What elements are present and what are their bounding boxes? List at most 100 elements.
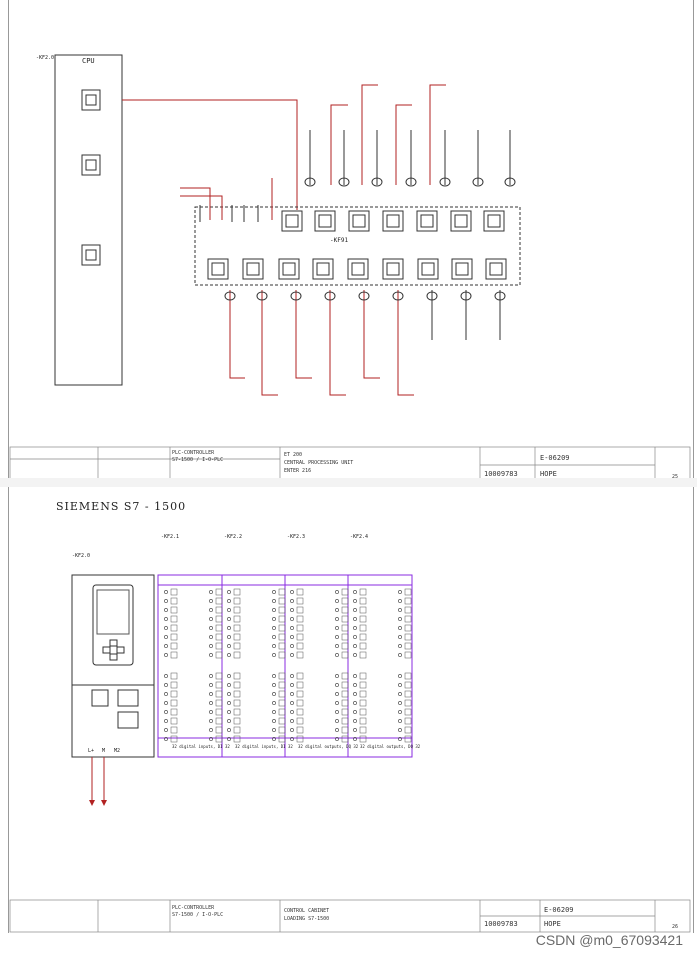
watermark-text: CSDN @m0_67093421 — [535, 932, 683, 948]
terminal-point — [272, 617, 276, 621]
terminal-slot — [404, 588, 412, 596]
terminal-slot — [215, 690, 223, 698]
terminal-point — [227, 719, 231, 723]
terminal-point — [272, 644, 276, 648]
terminal-point — [272, 701, 276, 705]
terminal-slot — [296, 597, 304, 605]
terminal-slot — [341, 651, 349, 659]
terminal-point — [353, 674, 357, 678]
terminal-slot — [404, 606, 412, 614]
tb-bottom-sheet: 26 — [672, 924, 679, 930]
power-arrows — [89, 800, 107, 806]
terminal-point — [227, 599, 231, 603]
terminal-point — [164, 608, 168, 612]
terminal-point — [164, 710, 168, 714]
terminal-point — [209, 737, 213, 741]
terminal-slot — [170, 735, 178, 743]
terminal-slot — [170, 726, 178, 734]
terminal-slot — [278, 597, 286, 605]
terminal-slot — [296, 606, 304, 614]
terminal-point — [227, 692, 231, 696]
terminal-point — [353, 701, 357, 705]
terminal-slot — [215, 642, 223, 650]
s7-cpu-ref: -KF2.0 — [72, 553, 91, 559]
terminal-point — [353, 728, 357, 732]
terminal-point — [353, 644, 357, 648]
terminal-point — [164, 701, 168, 705]
terminal-slot — [215, 708, 223, 716]
terminal-slot — [359, 690, 367, 698]
terminal-slot — [278, 735, 286, 743]
terminal-slot — [215, 588, 223, 596]
terminal-point — [398, 674, 402, 678]
terminal-point — [209, 617, 213, 621]
terminal-slot — [233, 624, 241, 632]
terminal-slot — [404, 735, 412, 743]
terminal-slot — [215, 726, 223, 734]
terminal-point — [272, 692, 276, 696]
terminal-point — [227, 617, 231, 621]
terminal-point — [353, 599, 357, 603]
terminal-slot — [170, 681, 178, 689]
terminal-slot — [296, 681, 304, 689]
module-ref-3: -KF2.3 — [287, 534, 306, 540]
terminal-slot — [215, 717, 223, 725]
schematic-sheet-bottom — [8, 487, 694, 933]
terminal-slot — [233, 726, 241, 734]
terminal-point — [272, 674, 276, 678]
terminal-slot — [359, 642, 367, 650]
terminal-slot — [278, 717, 286, 725]
terminal-point — [335, 674, 339, 678]
titleblock-top — [9, 446, 691, 484]
terminal-point — [290, 719, 294, 723]
terminal-point — [272, 710, 276, 714]
terminal-slot — [341, 672, 349, 680]
terminal-slot — [404, 633, 412, 641]
terminal-slot — [170, 717, 178, 725]
terminal-point — [209, 590, 213, 594]
schematic-sheet-top — [8, 0, 694, 478]
terminal-point — [164, 728, 168, 732]
terminal-slot — [233, 699, 241, 707]
terminal-slot — [215, 681, 223, 689]
terminal-slot — [233, 681, 241, 689]
terminal-point — [290, 590, 294, 594]
terminal-slot — [170, 651, 178, 659]
terminal-point — [398, 683, 402, 687]
terminal-point — [209, 644, 213, 648]
terminal-point — [290, 644, 294, 648]
terminal-slot — [170, 606, 178, 614]
terminal-slot — [170, 690, 178, 698]
module-label-2: 32 digital inputs, DI 32 — [235, 744, 293, 749]
terminal-slot — [170, 597, 178, 605]
terminal-point — [353, 590, 357, 594]
terminal-point — [227, 728, 231, 732]
terminal-slot — [215, 606, 223, 614]
titleblock-bottom — [9, 899, 691, 933]
terminal-point — [227, 737, 231, 741]
cpu-module-box — [54, 54, 123, 386]
terminal-slot — [278, 642, 286, 650]
terminal-slot — [296, 708, 304, 716]
power-label-m: M — [102, 748, 106, 754]
terminal-slot — [341, 735, 349, 743]
terminal-point — [164, 737, 168, 741]
terminal-slot — [359, 708, 367, 716]
tb-top-title-1: ET 200 — [284, 452, 303, 458]
power-label-lplus: L+ — [88, 748, 95, 754]
terminal-slot — [278, 708, 286, 716]
terminal-point — [398, 710, 402, 714]
terminal-slot — [278, 699, 286, 707]
terminal-point — [209, 674, 213, 678]
cpu-lan-ports — [91, 689, 139, 729]
terminal-slot — [278, 726, 286, 734]
terminal-point — [398, 644, 402, 648]
terminal-point — [353, 719, 357, 723]
terminal-slot — [170, 633, 178, 641]
terminal-point — [335, 590, 339, 594]
terminal-point — [209, 728, 213, 732]
terminal-point — [209, 719, 213, 723]
terminal-slot — [296, 699, 304, 707]
terminal-slot — [341, 726, 349, 734]
siemens-heading: SIEMENS S7 - 1500 — [56, 500, 187, 513]
